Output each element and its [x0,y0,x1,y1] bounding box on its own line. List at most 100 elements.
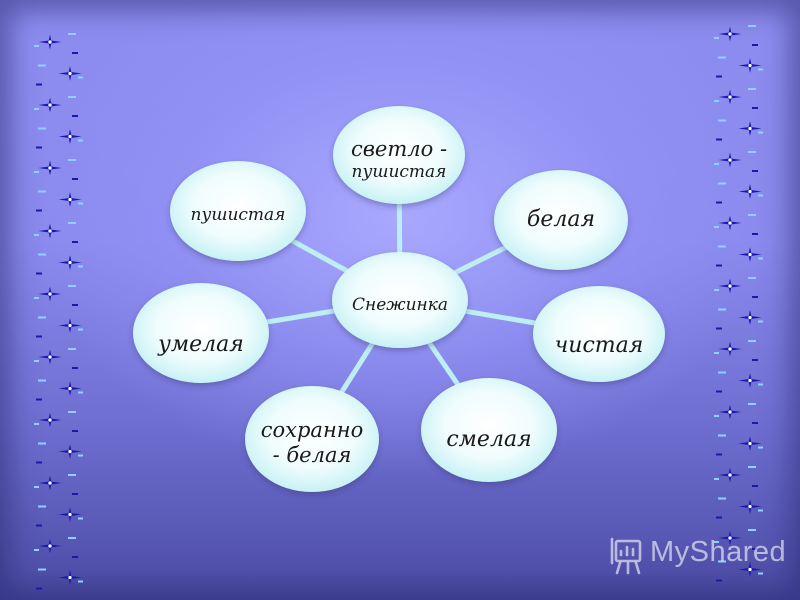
node-label-sokhranno-belaya: сохранно- белая [237,418,387,468]
dash-mark [34,297,39,299]
dash-mark [718,308,726,311]
dash-mark [78,139,83,142]
dash-mark [72,367,78,369]
dash-mark [36,272,42,275]
dash-mark [68,222,76,224]
dash-mark [714,100,719,102]
sparkle-icon [718,530,742,546]
dash-mark [716,75,722,78]
node-label-svetlo-pushistaya-line: светло - [350,137,448,162]
dash-mark [36,587,42,590]
node-pushistaya [170,161,306,261]
node-label-umelaya: умелая [126,332,276,358]
dash-mark [34,486,39,488]
dash-mark [72,241,78,243]
sparkle-icon [718,89,742,105]
node-label-center: Снежинка [351,295,449,315]
dash-mark [748,403,756,405]
sparkle-icon [58,570,82,585]
dash-mark [758,572,763,575]
node-label-svetlo-pushistaya: светло -пушистая [324,137,474,183]
dash-mark [34,108,39,110]
dash-mark [716,201,722,204]
dash-mark [36,461,42,464]
dash-mark [752,485,758,487]
dash-mark [714,541,719,543]
node-sokhranno-belaya [245,386,379,492]
dash-mark [752,296,758,298]
dash-mark [718,434,726,437]
dash-mark [72,304,78,306]
node-smelaya [421,378,557,482]
dash-mark [68,411,76,413]
dash-mark [72,493,78,495]
dash-mark [38,379,46,382]
dash-mark [714,37,719,39]
dash-mark [718,182,726,185]
dash-mark [758,509,763,512]
dash-mark [758,320,763,323]
dash-mark [38,64,46,67]
dash-mark [718,245,726,248]
dash-mark [758,194,763,197]
dash-mark [38,505,46,508]
node-label-pushistaya-line: пушистая [190,204,286,225]
dash-mark [72,115,78,117]
presentation-board-icon [610,537,642,575]
dash-mark [718,497,726,500]
dash-mark [68,348,76,350]
dash-mark [38,442,46,445]
dash-mark [68,474,76,476]
dash-mark [716,264,722,267]
dash-mark [714,226,719,228]
node-label-umelaya-line: умелая [158,331,244,357]
dash-mark [714,352,719,354]
dash-mark [72,430,78,432]
node-label-sokhranno-belaya-line: сохранно [260,417,364,442]
dash-mark [758,383,763,386]
dash-mark [748,466,756,468]
dash-mark [78,517,83,520]
dash-mark [78,454,83,457]
dash-mark [716,138,722,141]
sparkle-icon [58,66,82,81]
node-label-svetlo-pushistaya-line: пушистая [351,162,447,183]
dash-mark [714,478,719,480]
dash-mark [78,76,83,79]
node-label-chistaya-line: чистая [554,332,644,358]
dash-mark [36,398,42,401]
dash-mark [34,423,39,425]
sparkle-icon [38,538,62,554]
dash-mark [68,33,76,35]
dash-mark [716,453,722,456]
node-label-smelaya: смелая [414,427,564,453]
dash-mark [718,119,726,122]
dash-mark [36,524,42,527]
dash-mark [718,560,726,563]
dash-mark [748,529,756,531]
dash-mark [752,107,758,109]
dash-mark [716,516,722,519]
dash-mark [72,178,78,180]
dash-mark [758,68,763,71]
dash-mark [78,391,83,394]
dash-mark [748,214,756,216]
dash-mark [716,390,722,393]
dash-mark [78,580,83,583]
dash-mark [748,88,756,90]
node-umelaya [133,283,269,383]
dash-mark [72,556,78,558]
node-center [332,252,468,348]
dash-mark [68,537,76,539]
dash-mark [714,415,719,417]
dash-mark [72,52,78,54]
dash-mark [748,25,756,27]
watermark-text: MyShared [650,536,787,568]
dash-mark [78,202,83,205]
dash-mark [758,446,763,449]
dash-mark [68,96,76,98]
dash-mark [758,257,763,260]
sparkle-icon [738,58,762,73]
